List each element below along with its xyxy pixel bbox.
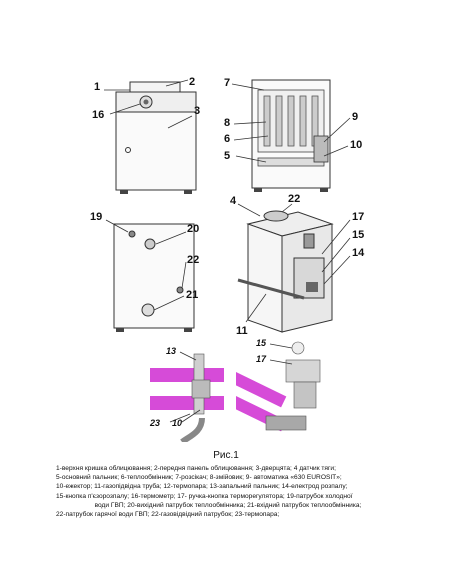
legend-line: 15-кнопка п'єзорозпалу; 16-термометр; 17… [56,492,353,500]
callout-20: 20 [187,223,199,235]
callout-22-top: 22 [288,194,300,205]
figure-rear-view: 19 20 22 21 [88,206,218,336]
figure-3d-view: 4 22 17 15 14 11 [222,194,382,340]
callout-4: 4 [230,195,237,207]
callout-3: 3 [194,105,200,117]
callout-22: 22 [187,254,199,266]
legend-line: води ГВП; 20-вихідний патрубок теплообмі… [94,501,362,509]
callout-21: 21 [186,289,198,301]
callout-16: 16 [92,109,104,121]
callout-23: 23 [149,418,160,428]
figure-burner-detail: 13 23 10 [146,338,230,442]
legend-line: 22-патрубок гарячої води ГВП; 22-газовід… [56,511,280,519]
legend-line: 5-основний пальник; 6-теплообмінник; 7-р… [56,474,342,482]
callout-7: 7 [224,77,230,89]
legend-line: 1-верхня кришка облицювання; 2-передня п… [56,465,336,472]
figure-legend: 1-верхня кришка облицювання; 2-передня п… [56,464,400,519]
callout-8: 8 [224,117,230,129]
figure-internal-view: 7 8 6 5 9 10 [222,76,372,196]
figure-caption-title: Рис.1 [213,450,239,461]
callout-2: 2 [189,76,195,88]
callout-19: 19 [90,211,102,223]
callout-17-detail: 17 [256,354,267,364]
callout-15-detail: 15 [256,338,267,348]
callout-5: 5 [224,150,230,162]
callout-1: 1 [94,81,100,93]
callout-17: 17 [352,211,364,223]
legend-line: 10-ежектор; 11-газопідвідна труба; 12-те… [56,483,348,491]
figure-control-detail: 15 17 [236,336,328,442]
callout-10: 10 [350,139,362,151]
callout-9: 9 [352,111,358,123]
callout-14: 14 [352,247,365,259]
callout-13: 13 [166,346,176,356]
callout-10-detail: 10 [172,418,182,428]
figure-front-view: 1 2 16 3 [90,72,220,196]
callout-11: 11 [236,325,248,337]
callout-6: 6 [224,133,230,145]
callout-15: 15 [352,229,364,241]
